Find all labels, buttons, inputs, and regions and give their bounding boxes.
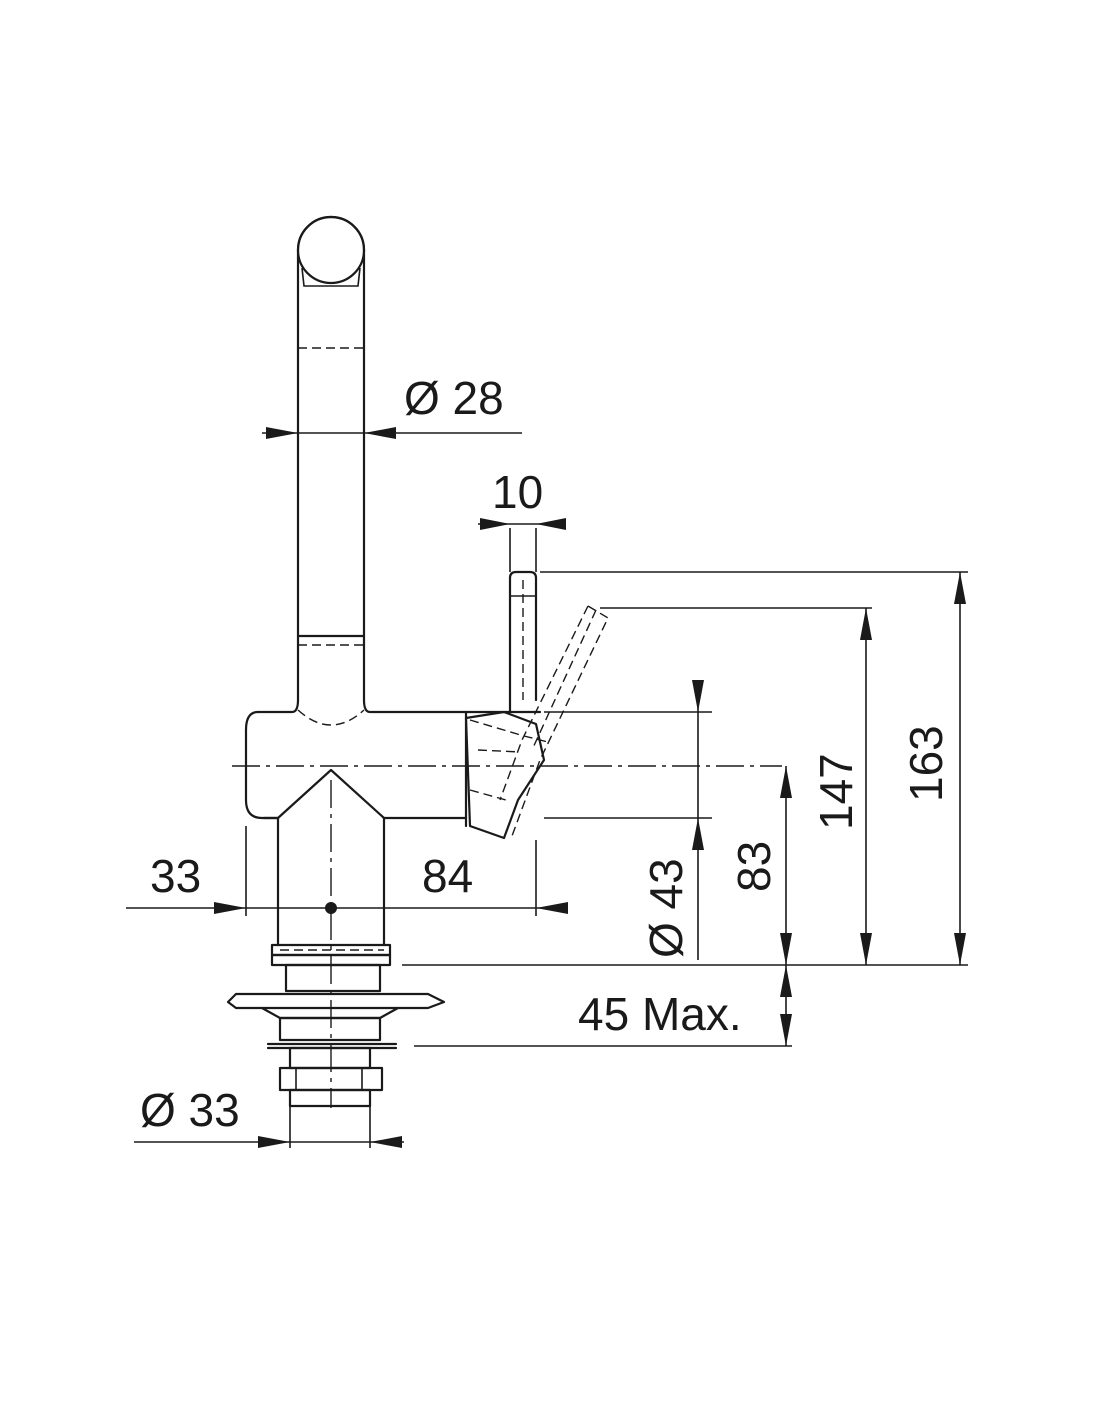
- label-handle-height-low: 147: [810, 753, 862, 830]
- label-left-offset: 33: [150, 850, 201, 902]
- dimension-lines: [126, 427, 968, 1148]
- lever-handle: [464, 570, 609, 840]
- label-total-height: 163: [900, 725, 952, 802]
- spout-nozzle: [301, 267, 361, 287]
- handle-upright: [508, 570, 538, 714]
- label-reach: 84: [422, 850, 473, 902]
- label-shank-diameter: Ø 33: [140, 1084, 240, 1136]
- label-body-diameter: Ø 43: [640, 858, 692, 958]
- faucet-body: [232, 698, 782, 828]
- mounting-assembly: [226, 780, 446, 1108]
- shank-end: [288, 1088, 372, 1108]
- spout: [296, 215, 366, 702]
- label-handle-width: 10: [492, 466, 543, 518]
- mount-nut: [284, 963, 382, 993]
- label-spout-diameter: Ø 28: [404, 372, 504, 424]
- label-body-height: 83: [728, 841, 780, 892]
- handle-base: [464, 710, 546, 840]
- body-chevron: [276, 768, 386, 820]
- mounting-plate: [226, 992, 446, 1010]
- body-left-end: [244, 710, 280, 820]
- dimension-labels: Ø 28 10 33 84 45 Max. Ø 33 Ø 43 83 147 1…: [140, 372, 952, 1136]
- label-deck-thickness: 45 Max.: [578, 988, 742, 1040]
